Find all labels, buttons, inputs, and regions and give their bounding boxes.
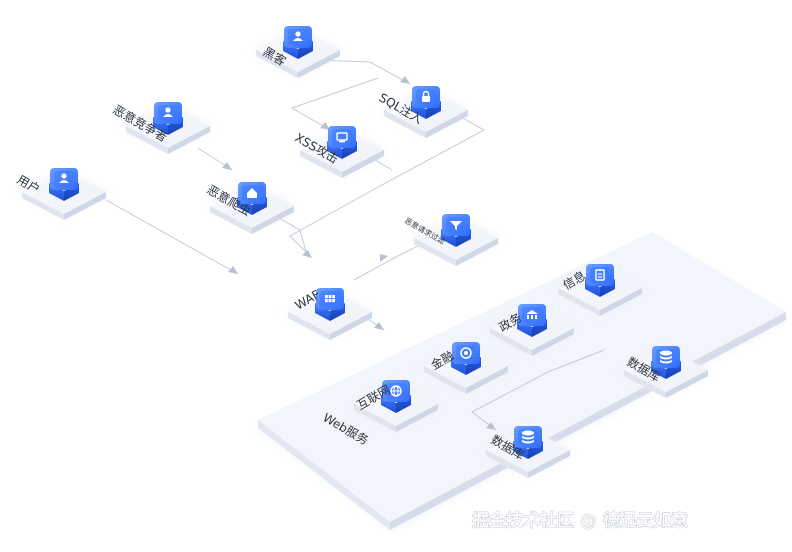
house-icon [247, 188, 257, 198]
database-icon [660, 350, 672, 364]
node-database-right[interactable]: 数据库 [622, 346, 710, 398]
building-icon [526, 310, 538, 319]
node-hacker[interactable]: 黑客 [254, 26, 342, 78]
node-sql-injection[interactable]: SQL注入 [377, 86, 471, 138]
arrow-heads [222, 76, 496, 430]
database-icon [522, 430, 534, 444]
watermark: 掘金技术社区 @ 德迅云如意 [472, 510, 688, 531]
node-database-bottom[interactable]: 数据库 [484, 426, 572, 478]
web-services-platform [258, 232, 790, 530]
node-internet[interactable]: 互联网 [352, 380, 440, 432]
funnel-icon [450, 221, 462, 230]
coin-icon [460, 347, 472, 359]
user-lock-icon [163, 107, 173, 117]
user-icon [293, 31, 303, 41]
node-malicious-crawler[interactable]: 恶意爬虫 [205, 182, 297, 234]
node-info[interactable]: 信息 [556, 264, 644, 316]
node-malicious-request-filter[interactable]: 恶意请求过滤 [403, 214, 500, 266]
grid-icon [325, 295, 335, 303]
node-waf[interactable]: WAF [286, 287, 374, 340]
node-malicious-competitor[interactable]: 恶意竞争者 [111, 102, 213, 154]
globe-icon [390, 385, 402, 397]
person-icon [59, 173, 69, 183]
monitor-icon [336, 132, 348, 143]
document-icon [595, 269, 605, 281]
node-xss-attack[interactable]: XSS攻击 [293, 126, 387, 178]
node-government[interactable]: 政务 [488, 304, 576, 356]
node-user[interactable]: 用户 [15, 168, 109, 220]
node-finance[interactable]: 金融 [422, 342, 510, 394]
lock-icon [422, 90, 430, 102]
